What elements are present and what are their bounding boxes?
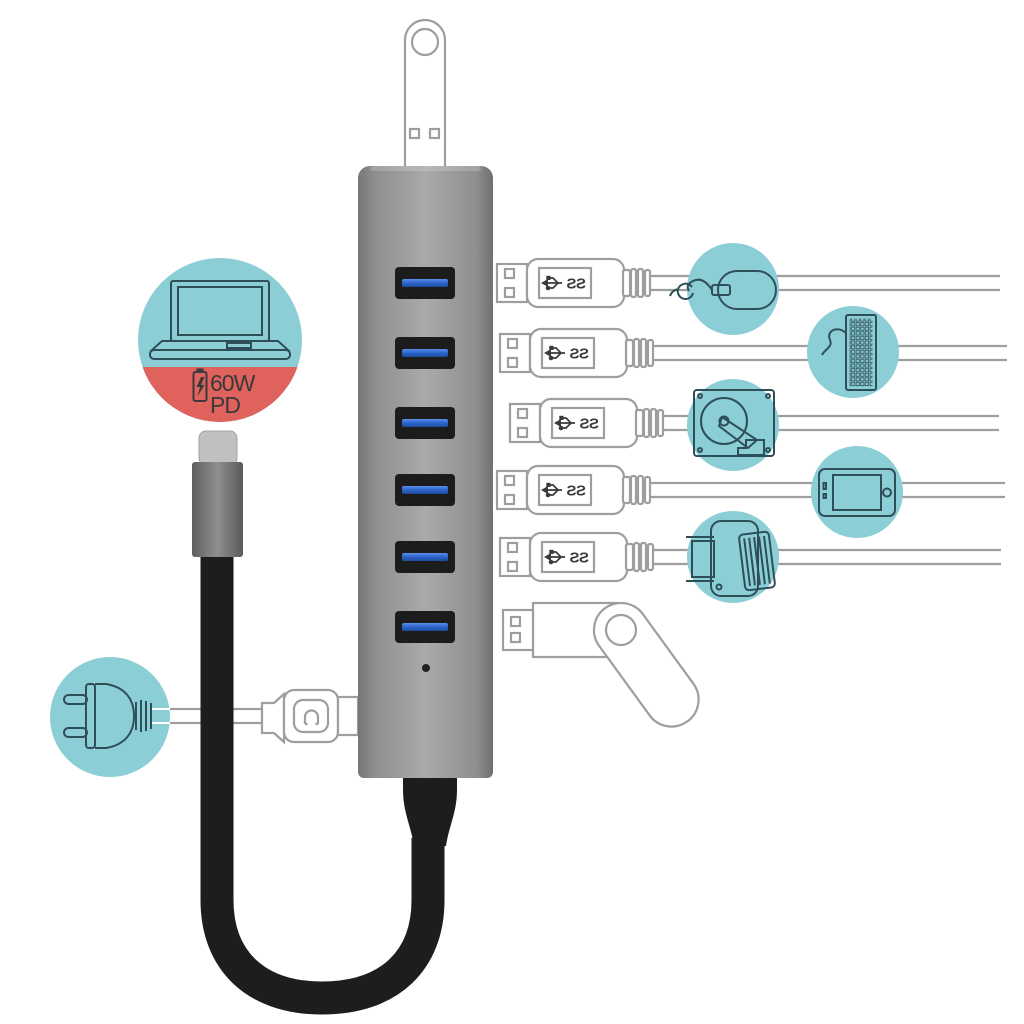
row-hard-drive: SS: [508, 379, 999, 471]
cable-strain-relief: [403, 776, 457, 846]
usb-port: [395, 611, 455, 643]
ss-label: SS: [566, 483, 586, 500]
usb-c-cable: [200, 540, 445, 1015]
power-plug-circle: [50, 657, 170, 777]
usb-port: [395, 541, 455, 573]
battery-charge-icon: [192, 368, 208, 402]
usb-port: [395, 474, 455, 506]
usb-port: [395, 337, 455, 369]
power-plug-icon: [63, 683, 170, 749]
laptop-icon: [149, 280, 291, 360]
ss-label: SS: [579, 416, 599, 433]
ss-label: SS: [566, 276, 586, 293]
ss-label: SS: [569, 550, 589, 567]
laptop-power-circle: 60W PD: [138, 258, 302, 422]
usb-hub-body: [358, 166, 493, 778]
tablet-circle: [811, 446, 903, 538]
usb-port: [395, 267, 455, 299]
pd-label: PD: [210, 392, 240, 418]
usb-c-connector: [192, 430, 243, 557]
swivel-flash-drive-icon: [501, 601, 700, 728]
row-keyboard: SS: [498, 306, 1007, 398]
dc-connector: [260, 688, 360, 745]
power-adapter-group: [50, 657, 360, 777]
hard-drive-icon: [693, 389, 775, 457]
row-tablet: SS: [495, 446, 1005, 538]
wattage-label: 60W: [210, 370, 256, 396]
keyboard-icon: [821, 314, 877, 391]
row-external-drive: SS: [498, 511, 1001, 603]
mouse-circle: [687, 243, 779, 335]
ss-label: SS: [569, 346, 589, 363]
usb-port: [395, 407, 455, 439]
top-flash-drive-icon: [403, 18, 447, 172]
status-led: [422, 664, 430, 672]
row-mouse: SS: [495, 243, 1000, 335]
mouse-icon: [669, 270, 777, 310]
tablet-icon: [818, 468, 896, 517]
external-drive-icon: [686, 520, 776, 597]
